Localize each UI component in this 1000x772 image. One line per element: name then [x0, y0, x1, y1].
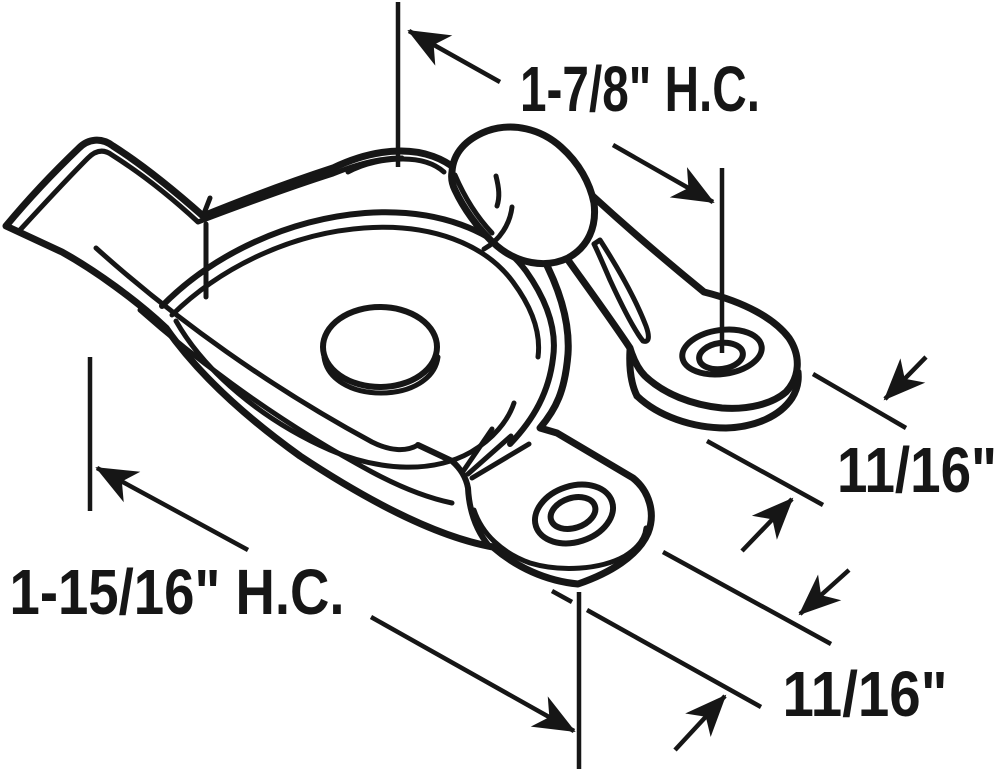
center-boss [320, 304, 441, 396]
boss-top-face [320, 304, 440, 390]
dim-bottom-left: 1-15/16" H.C. [10, 357, 582, 769]
dim-bottom-right-label: 11/16" [783, 658, 948, 730]
ear-thickness-bottom-edge [633, 368, 802, 432]
dim-right-label: 11/16" [837, 434, 997, 506]
hook-inner-crease [493, 173, 502, 209]
crimp-fan-lines [461, 426, 532, 481]
skirt-seam-lower [137, 307, 455, 506]
part-drawing [2, 123, 802, 588]
dim-br-tick-lower-a [550, 589, 574, 604]
dim-right-tick-upper [811, 372, 908, 430]
dim-bottom-right: 11/16" [550, 550, 948, 752]
dimension-annotations: 1-7/8" H.C. 11/16" 1-15/16" H.C. 11/16" [10, 2, 997, 769]
dim-bl-arrow-right [369, 615, 576, 733]
lug-face-inner-contour [471, 507, 649, 571]
bottom-lug-screw-hole [531, 481, 617, 547]
dim-br-tick-lower-b [585, 608, 763, 709]
dim-top-arrow-left [407, 29, 502, 84]
dish-rim-inner-line [169, 224, 542, 360]
lug-left-edge-and-nose [415, 442, 492, 549]
dim-right-arrow-lower [740, 497, 794, 553]
dim-top-label: 1-7/8" H.C. [520, 53, 760, 125]
dim-right-tick-lower [705, 439, 825, 507]
dim-bottom-left-label: 1-15/16" H.C. [10, 556, 345, 628]
boss-thickness-arc [321, 354, 441, 396]
dim-bl-arrow-left [95, 466, 250, 552]
skirt-seam-upper [93, 245, 421, 452]
hook-left-edge-line [452, 172, 495, 236]
dim-br-arrow-upper [798, 568, 851, 616]
dim-top-arrow-right [611, 143, 715, 204]
hub-dome-inner-arc [345, 156, 447, 175]
dim-right: 11/16" [705, 355, 997, 553]
cam-hook [448, 123, 599, 268]
right-hole-bore [696, 339, 746, 373]
bottom-hole-bore [547, 494, 599, 532]
dim-br-arrow-lower [673, 694, 727, 752]
dim-right-arrow-upper [883, 355, 928, 401]
lever-blade-inner-line [17, 148, 405, 233]
hook-curl-line [481, 204, 515, 252]
dim-br-tick-upper [661, 550, 833, 646]
arm-inner-sliver [591, 237, 651, 344]
dim-top: 1-7/8" H.C. [395, 2, 760, 353]
elbow-step-line [200, 195, 213, 219]
